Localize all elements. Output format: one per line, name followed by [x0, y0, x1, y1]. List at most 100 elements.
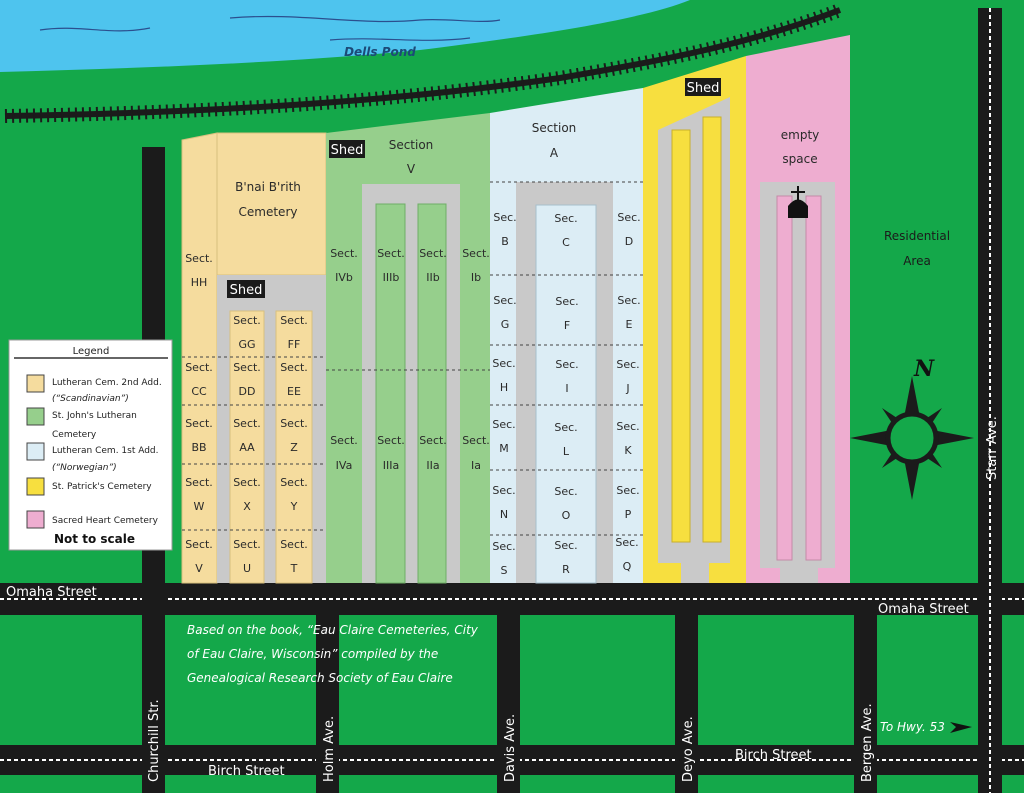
holm-road [316, 615, 339, 793]
plot-r-prefix: Sec. [554, 539, 577, 552]
section-dividers [182, 181, 643, 536]
plot-ff-prefix: Sect. [280, 314, 308, 327]
plot-iia-prefix: Sect. [419, 434, 447, 447]
residential-label-2: Area [903, 254, 931, 268]
plot-ivb-prefix: Sect. [330, 247, 358, 260]
deyo-road [675, 615, 698, 793]
arrow-right-icon [950, 722, 972, 733]
plot-labels: Sect. HH Sect. CC Sect. BB Sect. W Sect.… [185, 211, 640, 577]
plot-c: C [562, 236, 570, 249]
plot-n: N [500, 508, 508, 521]
plot-dd-prefix: Sect. [233, 361, 261, 374]
bnai-brith-label-1: B'nai B'rith [235, 180, 301, 194]
plot-q-prefix: Sec. [615, 536, 638, 549]
water-ripple [229, 15, 501, 23]
empty-space-label-1: empty [781, 128, 820, 142]
churchill-street-label: Churchill Str. [147, 699, 162, 782]
legend-swatch-sacredheart [26, 510, 45, 529]
plot-d-prefix: Sec. [617, 211, 640, 224]
plot-iib-prefix: Sect. [419, 247, 447, 260]
davis-road [497, 615, 520, 793]
st-patricks-strip-east [702, 116, 722, 543]
sacred-heart-strip-east [805, 195, 822, 561]
legend-label-sacredheart: Sacred Heart Cemetery [52, 516, 159, 526]
plot-m: M [499, 442, 509, 455]
credit-line-3: Genealogical Research Society of Eau Cla… [187, 671, 453, 685]
plot-ff: FF [288, 338, 301, 351]
section-a-label-2: A [550, 146, 559, 160]
legend-label-stjohns-2: Cemetery [52, 430, 97, 440]
bergen-avenue-label: Bergen Ave. [860, 703, 875, 782]
hwy-53-label: To Hwy. 53 [880, 720, 945, 734]
plot-k-prefix: Sec. [616, 420, 639, 433]
plot-ia-prefix: Sect. [462, 434, 490, 447]
legend-swatch-stpatricks [26, 477, 45, 496]
shed-markers: Shed Shed Shed [227, 78, 721, 298]
plot-b-prefix: Sec. [493, 211, 516, 224]
plot-iia: IIa [426, 459, 439, 472]
st-johns-strip-iii [375, 203, 406, 584]
plot-s: S [501, 564, 508, 577]
davis-avenue-label: Davis Ave. [503, 714, 518, 782]
plot-iiia-prefix: Sect. [377, 434, 405, 447]
plot-l: L [563, 445, 570, 458]
plot-g-prefix: Sec. [493, 294, 516, 307]
plot-aa: AA [239, 441, 255, 454]
plot-ib-prefix: Sect. [462, 247, 490, 260]
plot-v: V [195, 562, 203, 575]
credit-text: Based on the book, “Eau Claire Cemeterie… [187, 623, 479, 685]
st-johns-path-top [362, 184, 460, 583]
legend-swatch-scandinavian [26, 374, 45, 393]
plot-f-prefix: Sec. [555, 295, 578, 308]
st-patricks-strip-west [671, 129, 691, 543]
shed-st-johns [329, 140, 365, 158]
legend-label-scandinavian-1: Lutheran Cem. 2nd Add. [52, 378, 162, 388]
omaha-street-label-east: Omaha Street [878, 602, 969, 617]
plot-d: D [625, 235, 633, 248]
plot-m-prefix: Sec. [492, 418, 515, 431]
shed-scandinavian-label: Shed [230, 283, 263, 298]
bergen-road [854, 615, 877, 793]
plot-y-prefix: Sect. [280, 476, 308, 489]
plot-bb: BB [191, 441, 206, 454]
plot-iva: IVa [336, 459, 353, 472]
st-johns-strip-ii [417, 203, 447, 584]
plot-l-prefix: Sec. [554, 421, 577, 434]
plot-p: P [625, 508, 632, 521]
plot-k: K [624, 444, 632, 457]
birch-street-label-east: Birch Street [735, 748, 812, 763]
bnai-brith-cemetery [216, 132, 327, 276]
plot-hh-prefix: Sect. [185, 252, 213, 265]
plot-z-prefix: Sect. [280, 417, 308, 430]
plot-t: T [290, 562, 298, 575]
section-v-label-1: Section [389, 138, 434, 152]
plot-p-prefix: Sec. [616, 484, 639, 497]
legend-label-norwegian-1: Lutheran Cem. 1st Add. [52, 446, 159, 456]
section-v-label-2: V [407, 162, 416, 176]
plot-b: B [501, 235, 509, 248]
st-johns-path-middle [405, 204, 418, 583]
plot-u-prefix: Sect. [233, 538, 261, 551]
st-johns-path-left [362, 184, 376, 583]
plot-j-prefix: Sec. [616, 358, 639, 371]
plot-iiia: IIIa [383, 459, 399, 472]
sacred-heart-path [760, 182, 835, 583]
scandinavian-section-west [181, 132, 218, 584]
not-to-scale-note: Not to scale [54, 532, 135, 546]
plot-j: J [625, 382, 629, 395]
legend: Legend Lutheran Cem. 2nd Add. (“Scandina… [8, 339, 173, 551]
shed-st-patricks-label: Shed [687, 81, 720, 96]
area-labels: B'nai B'rith Cemetery Section V Section … [235, 121, 950, 268]
bnai-brith-label-2: Cemetery [239, 205, 298, 219]
plot-r: R [562, 563, 570, 576]
birch-street-label-west: Birch Street [208, 764, 285, 779]
plot-aa-prefix: Sect. [233, 417, 261, 430]
plot-x-prefix: Sect. [233, 476, 261, 489]
chapel-icon [788, 186, 808, 218]
dells-pond [0, 0, 690, 72]
sacred-heart-strip-west [776, 195, 793, 561]
empty-space-label-2: space [782, 152, 817, 166]
plot-ee: EE [287, 385, 301, 398]
